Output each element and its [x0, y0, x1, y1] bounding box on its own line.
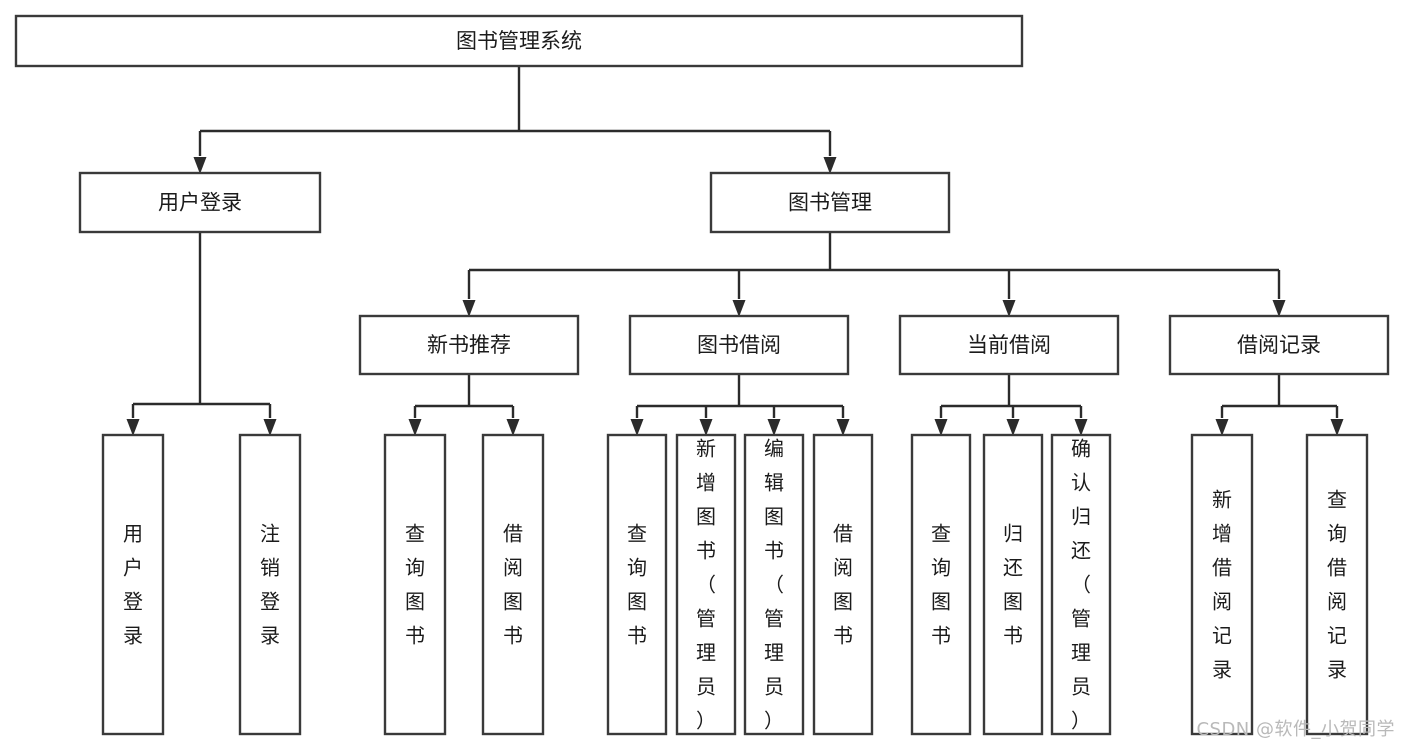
arrow-down-icon-book-management-2 — [1002, 300, 1016, 317]
arrow-down-icon-current-borrow-1 — [1006, 419, 1020, 436]
node-operation-leaf-query-record[interactable]: 查询借阅记录 — [1305, 433, 1369, 736]
node-box-leaf-user-login — [101, 433, 165, 736]
node-box-leaf-query-book-3 — [910, 433, 972, 736]
node-label-user-login: 用户登录 — [158, 191, 242, 215]
node-label-leaf-edit-book: 编辑图书（管理员） — [764, 436, 784, 732]
node-operation-leaf-confirm-return[interactable]: 确认归还（管理员） — [1050, 433, 1112, 736]
node-label-book-borrow: 图书借阅 — [697, 333, 781, 357]
node-label-leaf-query-book-2: 查询图书 — [627, 521, 647, 647]
node-operation-leaf-borrow-book-2[interactable]: 借阅图书 — [812, 433, 874, 736]
node-box-leaf-confirm-return — [1050, 433, 1112, 736]
node-operation-leaf-query-book-3[interactable]: 查询图书 — [910, 433, 972, 736]
node-box-book-management — [709, 171, 951, 234]
node-box-leaf-return-book — [982, 433, 1044, 736]
node-label-leaf-return-book: 归还图书 — [1003, 521, 1023, 647]
node-box-leaf-query-book-2 — [606, 433, 668, 736]
arrow-down-icon-root-1 — [823, 157, 837, 174]
node-operation-leaf-user-login[interactable]: 用户登录 — [101, 433, 165, 736]
node-box-leaf-borrow-book-2 — [812, 433, 874, 736]
node-box-new-book-recommend — [358, 314, 580, 376]
node-box-leaf-borrow-book-1 — [481, 433, 545, 736]
arrow-down-icon-book-management-0 — [462, 300, 476, 317]
node-label-leaf-confirm-return: 确认归还（管理员） — [1071, 436, 1091, 732]
node-operation-leaf-return-book[interactable]: 归还图书 — [982, 433, 1044, 736]
node-submodule-borrow-record[interactable]: 借阅记录 — [1168, 314, 1390, 376]
node-label-current-borrow: 当前借阅 — [967, 333, 1051, 357]
node-box-leaf-query-record — [1305, 433, 1369, 736]
node-box-leaf-add-record — [1190, 433, 1254, 736]
arrow-down-icon-user-login-0 — [126, 419, 140, 436]
node-operation-leaf-query-book-2[interactable]: 查询图书 — [606, 433, 668, 736]
node-label-book-management: 图书管理 — [788, 191, 872, 215]
node-label-leaf-query-book-1: 查询图书 — [405, 521, 425, 647]
node-submodule-current-borrow[interactable]: 当前借阅 — [898, 314, 1120, 376]
node-operation-leaf-edit-book[interactable]: 编辑图书（管理员） — [743, 433, 805, 736]
node-box-leaf-add-book — [675, 433, 737, 736]
node-submodule-book-borrow[interactable]: 图书借阅 — [628, 314, 850, 376]
node-label-leaf-borrow-book-2: 借阅图书 — [833, 521, 853, 647]
node-operation-leaf-logout-login[interactable]: 注销登录 — [238, 433, 302, 736]
node-label-leaf-add-book: 新增图书（管理员） — [696, 436, 716, 732]
node-box-leaf-query-book-1 — [383, 433, 447, 736]
node-root-system[interactable]: 图书管理系统 — [14, 14, 1024, 68]
node-label-undefined: 图书管理系统 — [456, 29, 582, 53]
node-submodule-new-book-recommend[interactable]: 新书推荐 — [358, 314, 580, 376]
csdn-watermark: CSDN @软件_小贺同学 — [1196, 719, 1395, 740]
node-label-new-book-recommend: 新书推荐 — [427, 333, 511, 357]
node-module-book-management[interactable]: 图书管理 — [709, 171, 951, 234]
arrow-down-icon-book-borrow-3 — [836, 419, 850, 436]
arrow-down-icon-new-book-recommend-0 — [408, 419, 422, 436]
node-operation-leaf-borrow-book-1[interactable]: 借阅图书 — [481, 433, 545, 736]
arrow-down-icon-book-borrow-0 — [630, 419, 644, 436]
node-label-leaf-borrow-book-1: 借阅图书 — [503, 521, 523, 647]
arrow-down-icon-borrow-record-0 — [1215, 419, 1229, 436]
node-box-leaf-logout-login — [238, 433, 302, 736]
node-label-leaf-query-record: 查询借阅记录 — [1327, 487, 1347, 681]
arrow-down-icon-new-book-recommend-1 — [506, 419, 520, 436]
node-operation-leaf-add-record[interactable]: 新增借阅记录 — [1190, 433, 1254, 736]
connector-layer — [126, 66, 1344, 436]
arrow-down-icon-root-0 — [193, 157, 207, 174]
arrow-down-icon-user-login-1 — [263, 419, 277, 436]
node-operation-leaf-query-book-1[interactable]: 查询图书 — [383, 433, 447, 736]
node-box-undefined — [14, 14, 1024, 68]
node-label-leaf-add-record: 新增借阅记录 — [1212, 487, 1232, 681]
arrow-down-icon-borrow-record-1 — [1330, 419, 1344, 436]
arrow-down-icon-book-borrow-1 — [699, 419, 713, 436]
node-label-leaf-query-book-3: 查询图书 — [931, 521, 951, 647]
node-box-book-borrow — [628, 314, 850, 376]
node-label-leaf-user-login: 用户登录 — [123, 521, 143, 647]
node-box-leaf-edit-book — [743, 433, 805, 736]
arrow-down-icon-book-management-3 — [1272, 300, 1286, 317]
node-box-user-login — [78, 171, 322, 234]
node-layer: 图书管理系统用户登录图书管理新书推荐图书借阅当前借阅借阅记录用户登录注销登录查询… — [14, 14, 1390, 736]
node-module-user-login[interactable]: 用户登录 — [78, 171, 322, 234]
arrow-down-icon-current-borrow-2 — [1074, 419, 1088, 436]
node-box-borrow-record — [1168, 314, 1390, 376]
node-label-borrow-record: 借阅记录 — [1237, 333, 1321, 357]
arrow-down-icon-current-borrow-0 — [934, 419, 948, 436]
node-label-leaf-logout-login: 注销登录 — [260, 521, 280, 647]
arrow-down-icon-book-borrow-2 — [767, 419, 781, 436]
arrow-down-icon-book-management-1 — [732, 300, 746, 317]
node-operation-leaf-add-book[interactable]: 新增图书（管理员） — [675, 433, 737, 736]
node-box-current-borrow — [898, 314, 1120, 376]
